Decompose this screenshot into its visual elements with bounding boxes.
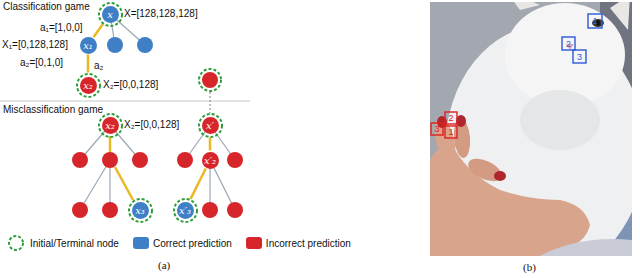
legend-item: Initial/Terminal node (6, 233, 119, 253)
legend-swatch (133, 237, 149, 249)
callout-number: 3 (577, 52, 582, 62)
action-edge (93, 24, 102, 37)
callout-number: 1 (592, 16, 597, 26)
tree-node: x′₃ (177, 202, 194, 219)
node-label: x (107, 9, 113, 20)
annotation: X₁=[0,128,128] (2, 39, 68, 51)
tree-node: x₁ (80, 37, 97, 54)
annotation: (b) (523, 261, 536, 274)
legend-swatch (246, 237, 262, 249)
dotted-link (209, 92, 210, 113)
tree-node: x₂ (102, 117, 119, 134)
node-fill (202, 117, 219, 134)
annotation: X=[128,128,128] (124, 8, 198, 20)
callout-number: 3 (434, 124, 439, 134)
annotation: X₂=[0,0,128] (124, 119, 179, 131)
action-edge (87, 55, 90, 73)
callout-number: 2 (566, 39, 571, 49)
node-label: x₁ (83, 40, 93, 51)
legend-ring (6, 233, 26, 253)
tree-node: x (102, 6, 119, 23)
action-edge (209, 138, 212, 151)
annotation: Misclassification game (3, 104, 103, 116)
node-fill (102, 117, 119, 134)
node-label: x₂ (105, 120, 115, 131)
legend-text: Initial/Terminal node (30, 238, 119, 249)
patch-boxes (431, 14, 602, 138)
tree-nodes (72, 37, 243, 218)
node-label: x′₃ (179, 205, 191, 216)
node-fill (80, 37, 97, 54)
annotation: a₂=[0,1,0] (20, 57, 63, 69)
annotation: Classification game (3, 1, 90, 13)
terminal-ring (174, 199, 197, 222)
tree-node: x₂ (80, 77, 97, 94)
callout-number: 1 (448, 127, 453, 137)
tree-node: x′₂ (202, 152, 219, 169)
node-label: x₃ (135, 205, 145, 216)
edge-label: a₁=[1,0,0] (40, 22, 83, 34)
node-fill (132, 202, 149, 219)
terminal-ring (77, 74, 100, 97)
terminal-ring (99, 114, 122, 137)
legend-text: Correct prediction (153, 238, 232, 249)
action-edge (191, 168, 206, 198)
terminal-ring (199, 114, 222, 137)
terminal-ring (129, 199, 152, 222)
callout-number: 2 (448, 113, 453, 123)
legend-text: Incorrect prediction (266, 238, 351, 249)
terminal-ring (99, 3, 122, 26)
annotation: X₂=[0,0,128] (103, 79, 158, 91)
legend: Initial/Terminal node Correct prediction I… (6, 233, 365, 253)
tree-node: x₃ (132, 202, 149, 219)
node-fill (202, 152, 219, 169)
action-path (110, 136, 133, 200)
node-fill (102, 6, 119, 23)
tree-branches (80, 14, 235, 210)
annotation: (a) (158, 259, 170, 272)
node-label: x′ (206, 120, 214, 131)
legend-item: Correct prediction (133, 237, 232, 249)
node-label: x₂ (83, 80, 93, 91)
edge-label: a₂ (94, 60, 103, 72)
node-label: x′₂ (204, 155, 216, 166)
node-fill (177, 202, 194, 219)
node-fill (80, 77, 97, 94)
legend-item: Incorrect prediction (246, 237, 351, 249)
cat-photo (430, 2, 632, 256)
divider-line (0, 101, 250, 102)
tree-node: x′ (202, 117, 219, 134)
